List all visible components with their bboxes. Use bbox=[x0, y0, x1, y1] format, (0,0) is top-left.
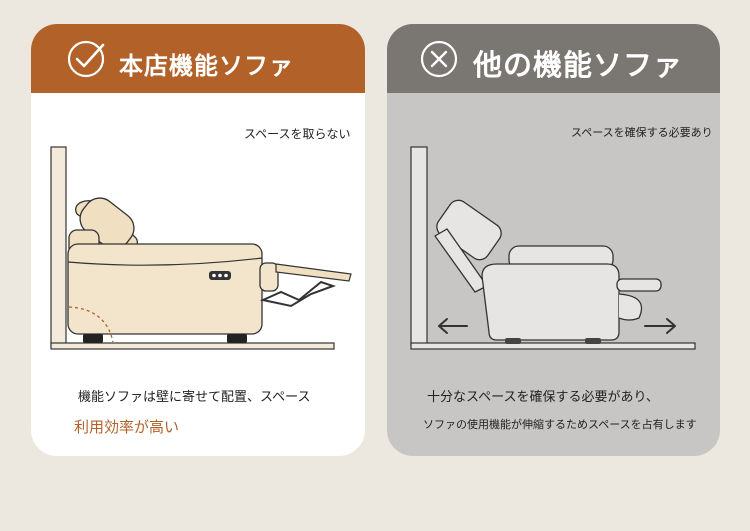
other-sofa-title: 他の機能ソファ bbox=[473, 48, 684, 82]
check-circle-icon bbox=[67, 40, 105, 78]
our-sofa-highlight: 利用効率が高い bbox=[74, 418, 180, 436]
our-sofa-hint: スペースを取らない bbox=[244, 127, 351, 141]
other-sofa-caption-line1: 十分なスペースを確保する必要があり、 bbox=[427, 390, 659, 405]
other-sofa-card: 他の機能ソファ スペースを確保する必要あり 十分なスペースを確保する必要があり、… bbox=[387, 24, 720, 456]
other-sofa-caption-line2: ソファの使用機能が伸縮するためスペースを占有します bbox=[423, 418, 697, 431]
cross-circle-icon bbox=[420, 40, 458, 78]
our-sofa-card: 本店機能ソファ スペースを取らない 機能ソファは壁に寄せて配置、スペース 利用効… bbox=[31, 24, 365, 456]
other-sofa-header: 他の機能ソファ bbox=[387, 24, 720, 93]
our-sofa-caption: 機能ソファは壁に寄せて配置、スペース bbox=[78, 390, 311, 405]
space-consuming-sofa-illustration bbox=[410, 146, 696, 350]
our-sofa-header: 本店機能ソファ bbox=[31, 24, 365, 93]
other-sofa-hint: スペースを確保する必要あり bbox=[571, 126, 713, 139]
wall-hugging-sofa-illustration bbox=[50, 146, 352, 350]
our-sofa-title: 本店機能ソファ bbox=[119, 52, 294, 80]
